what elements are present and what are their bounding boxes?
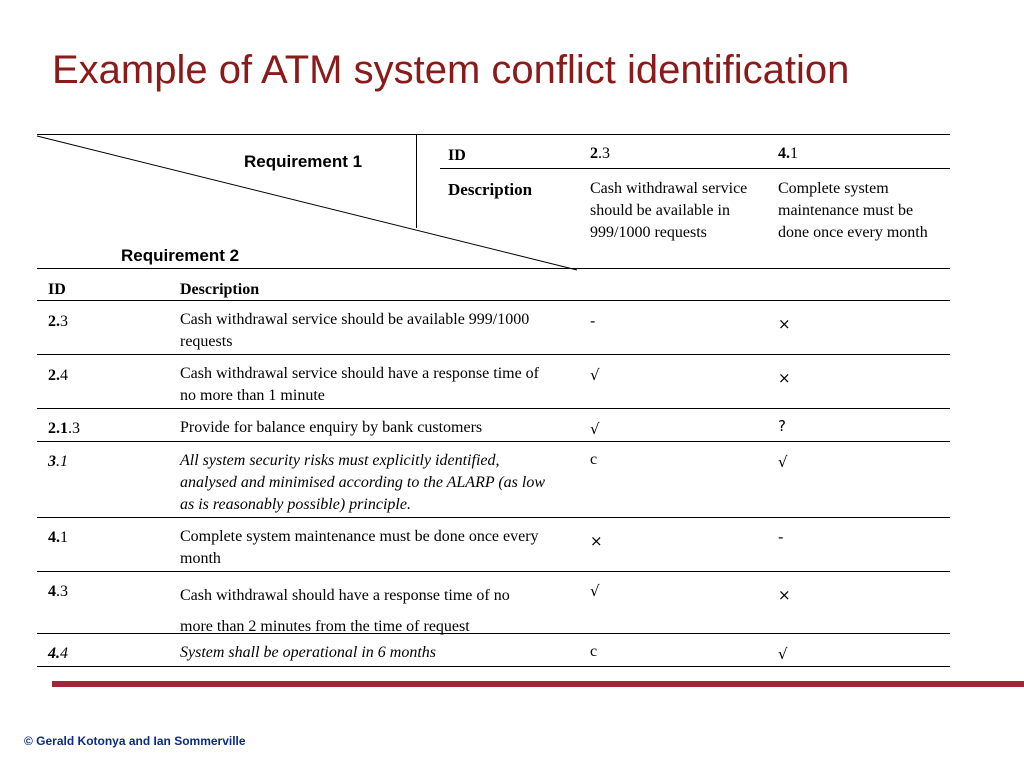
header-id-rule [440,168,950,169]
row-id: 3.1 [48,453,68,470]
requirement1-label: Requirement 1 [244,152,363,171]
table-rule [37,517,950,518]
requirement2-label: Requirement 2 [121,246,240,265]
row-description: Cash withdrawal service should have a re… [180,365,540,404]
conflict-mark: √ [778,645,788,663]
row-id: 2.3 [48,313,68,330]
table-rule [37,268,950,269]
row-description: Cash withdrawal service should be availa… [180,311,530,350]
row-id: 4.4 [48,645,68,662]
row-description: All system security risks must explicitl… [180,452,546,513]
table-rule [37,354,950,355]
conflict-mark: √ [590,420,600,438]
header-description-label: Description [448,180,533,199]
conflict-mark: √ [778,453,788,471]
conflict-mark: × [778,369,791,387]
table-rule [37,571,950,572]
header-id-label: ID [448,147,466,164]
header-col2-description: Complete system maintenance must be done… [778,180,928,241]
row-id: 4.1 [48,529,68,546]
conflict-mark: × [778,315,791,333]
conflict-mark: c [590,643,598,660]
header-col2-id: 4.1 [778,145,798,162]
header-col1-description: Cash withdrawal service should be availa… [590,180,748,241]
table-rule [37,408,950,409]
header-col1-id: 2.3 [590,145,610,162]
row-description: System shall be operational in 6 months [180,644,436,661]
slide-title: Example of ATM system conflict identific… [52,48,850,92]
copyright-footer: © Gerald Kotonya and Ian Sommerville [24,734,246,748]
row-description: Cash withdrawal should have a response t… [180,587,510,635]
table-rule [37,441,950,442]
col-description-header: Description [180,281,260,298]
conflict-mark: × [778,586,791,604]
conflict-mark: ? [778,417,786,435]
conflict-mark: √ [590,582,600,600]
table-bottom-rule [37,666,950,667]
conflict-mark: - [590,312,596,330]
header-separator [416,135,417,228]
row-description: Provide for balance enquiry by bank cust… [180,419,483,436]
conflict-mark: × [590,532,603,550]
footer-accent-bar [52,681,1024,687]
col-id-header: ID [48,281,66,298]
row-id: 4.3 [48,583,68,600]
table-rule [37,633,950,634]
row-description: Complete system maintenance must be done… [180,528,539,567]
table-top-rule [37,134,950,135]
row-id: 2.1.3 [48,420,80,437]
table-rule [37,300,950,301]
row-id: 2.4 [48,367,68,384]
conflict-mark: c [590,451,598,468]
conflict-mark: √ [590,366,600,384]
conflict-mark: - [778,528,784,546]
